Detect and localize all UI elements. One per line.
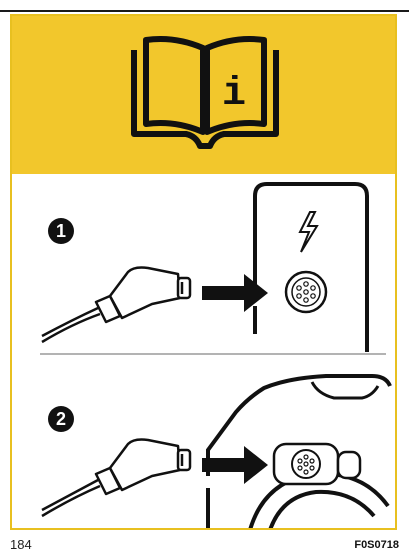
arrow-right-icon: [202, 446, 268, 484]
info-glyph: i: [222, 72, 246, 117]
charging-plug-icon: [42, 440, 190, 517]
manual-info-icon: i: [130, 36, 280, 156]
vehicle-charging-port-icon: [274, 444, 360, 484]
charging-socket-icon: [286, 272, 326, 312]
arrow-right-icon: [202, 274, 268, 312]
step-number-badge: 1: [48, 218, 74, 244]
lightning-icon: [300, 212, 317, 252]
step-number-badge: 2: [48, 406, 74, 432]
top-rule: [0, 10, 409, 12]
page-number: 184: [10, 537, 32, 552]
step-divider: [40, 353, 386, 355]
charging-plug-icon: [42, 268, 190, 343]
step-1-panel: 1: [12, 174, 395, 352]
instruction-figure: i: [10, 14, 397, 530]
charging-station-outline: [255, 184, 367, 352]
info-banner: i: [12, 16, 395, 174]
step-2-panel: 2: [12, 356, 395, 530]
figure-code: F0S0718: [354, 539, 399, 551]
